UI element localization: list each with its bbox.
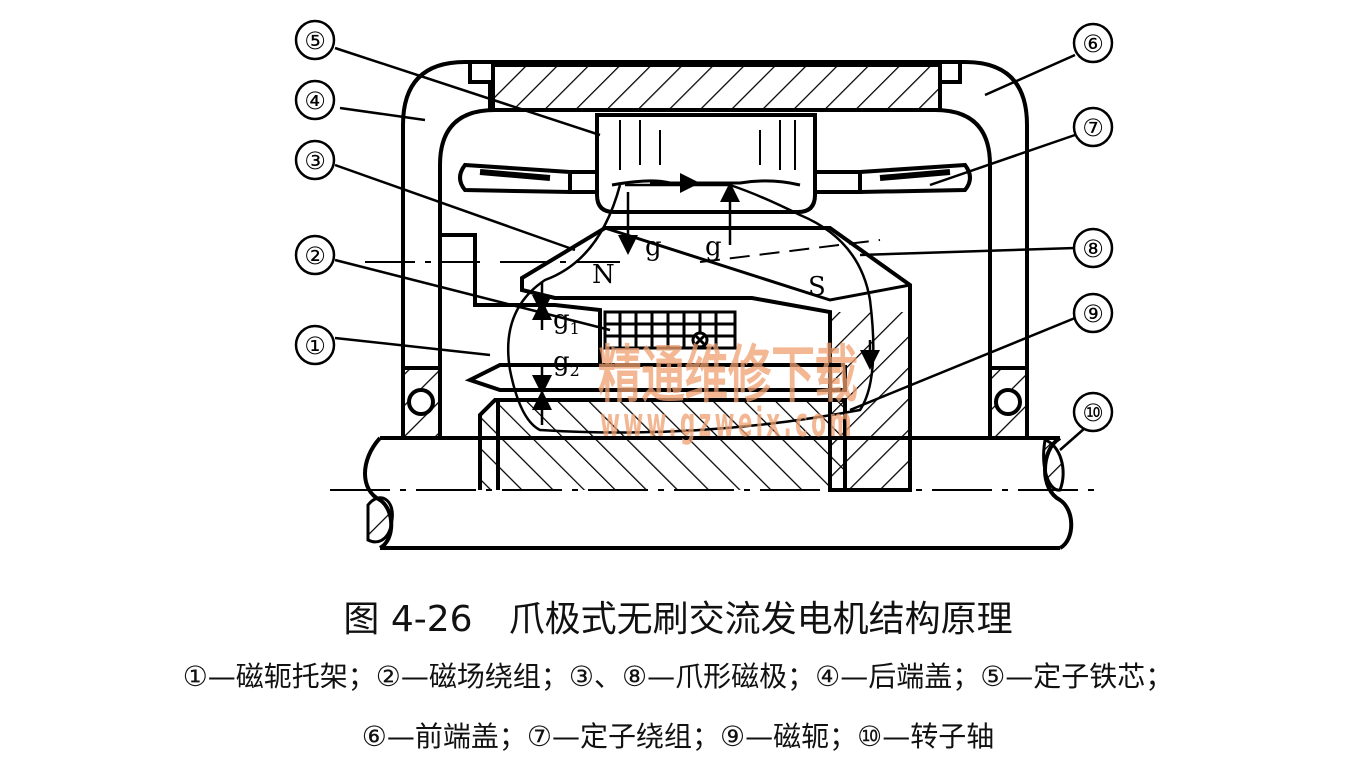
figure-legend-line-1: ①—磁轭托架；②—磁场绕组；③、⑧—爪形磁极；④—后端盖；⑤—定子铁芯；	[182, 660, 1174, 693]
label-south: S	[808, 272, 826, 302]
yoke-bracket	[440, 233, 847, 392]
watermark-url: www.gzweix.com	[600, 400, 855, 446]
callout-markers	[294, 19, 1114, 433]
label-g1-group: g1	[553, 305, 580, 338]
label-g2-sub: 2	[570, 361, 580, 380]
label-g2-group: g2	[553, 347, 580, 380]
label-g1: g	[553, 305, 570, 335]
label-north: N	[592, 260, 615, 290]
bearing-left	[401, 366, 442, 440]
centerline	[330, 239, 1100, 491]
figure-title: 图 4-26 爪极式无刷交流发电机结构原理	[343, 599, 1013, 640]
callout-7: ⑦	[1082, 114, 1104, 142]
callout-10: ⑩	[1082, 399, 1104, 427]
callout-3: ③	[304, 147, 326, 175]
bearing-right	[988, 366, 1029, 440]
callout-9: ⑨	[1082, 300, 1104, 328]
stator-core	[595, 113, 817, 214]
callout-6: ⑥	[1082, 30, 1104, 58]
callout-4: ④	[304, 87, 326, 115]
figure-legend-line-2: ⑥—前端盖；⑦—定子绕组；⑨—磁轭；⑩—转子轴	[361, 720, 995, 753]
watermark-cn: 精通维修下载	[598, 338, 858, 411]
label-g1-sub: 1	[570, 319, 580, 338]
callout-5: ⑤	[304, 27, 326, 55]
callout-2: ②	[304, 242, 326, 270]
magnetic-yoke	[478, 398, 847, 490]
label-g-left: g	[645, 232, 662, 262]
end-cover-housing	[401, 60, 1029, 438]
label-g-right: g	[705, 232, 722, 262]
callout-8: ⑧	[1082, 235, 1104, 263]
callout-1: ①	[304, 332, 326, 360]
leader-lines	[334, 46, 1086, 451]
stator-winding	[458, 162, 972, 195]
label-g2: g	[553, 347, 570, 377]
